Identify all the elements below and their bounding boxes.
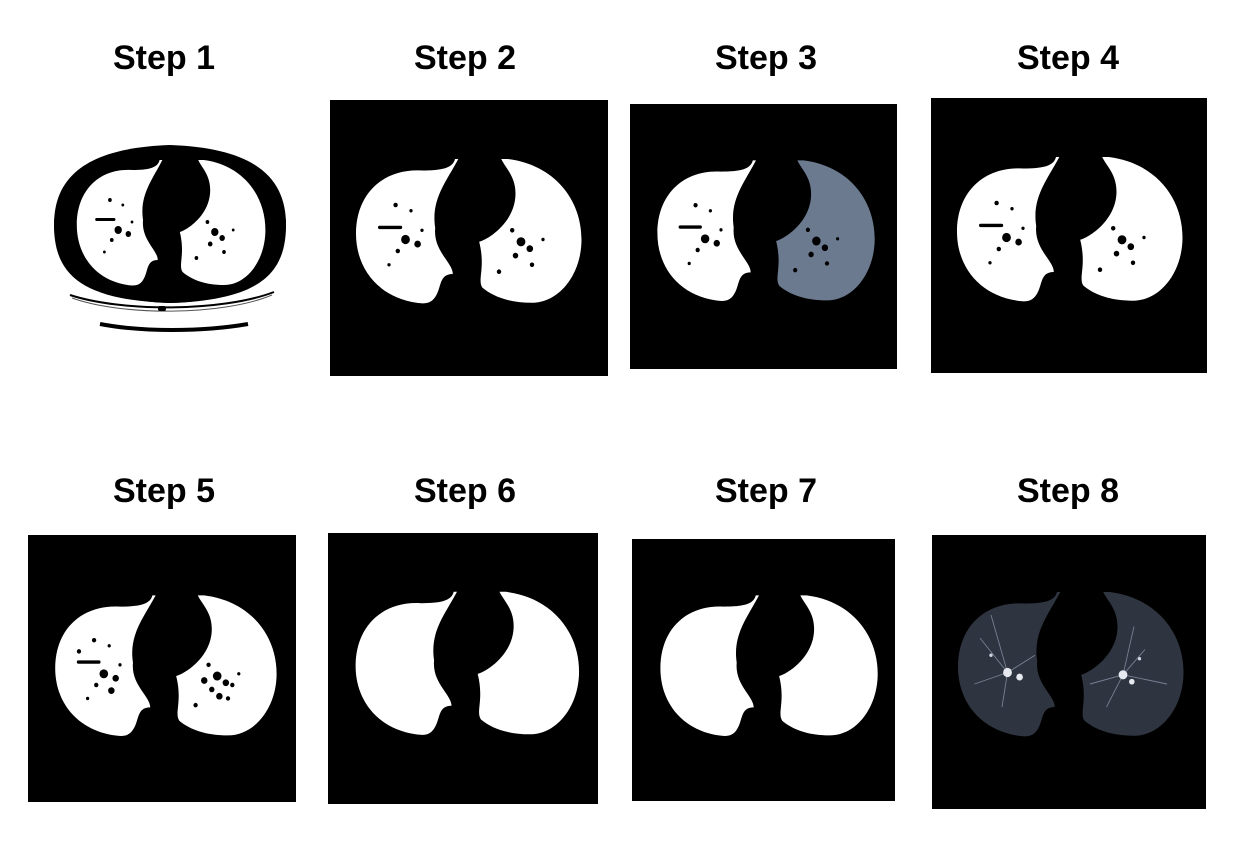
step-6-title: Step 6 bbox=[413, 472, 517, 510]
step-2-title: Step 2 bbox=[413, 39, 517, 77]
step-8-image bbox=[932, 535, 1206, 809]
step-3-image bbox=[630, 104, 897, 369]
step-5-image bbox=[28, 535, 296, 802]
step-5-title: Step 5 bbox=[112, 472, 216, 510]
step-7-image bbox=[632, 539, 895, 801]
step-8-title: Step 8 bbox=[1016, 472, 1120, 510]
step-3-title: Step 3 bbox=[714, 39, 818, 77]
step-1-title: Step 1 bbox=[112, 39, 216, 77]
step-4-title: Step 4 bbox=[1016, 39, 1120, 77]
step-2-image bbox=[330, 100, 608, 376]
step-7-title: Step 7 bbox=[714, 472, 818, 510]
step-4-image bbox=[931, 98, 1207, 373]
step-1-image bbox=[54, 145, 286, 332]
step-6-image bbox=[328, 533, 598, 804]
